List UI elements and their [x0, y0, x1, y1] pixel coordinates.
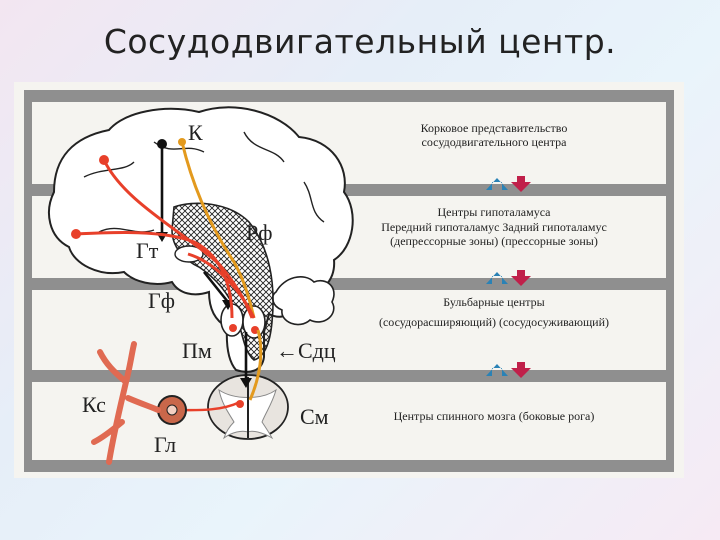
- label-ks: Кс: [82, 392, 106, 417]
- vasomotor-center-diagram: К Рф Гт Гф Пм ←Сдц См Кс Гл Корковое пре…: [14, 82, 684, 478]
- spinal-red-dot: [236, 400, 244, 408]
- band-bottom: [24, 460, 674, 472]
- cortex-orange-dot: [178, 138, 186, 146]
- label-sm: См: [300, 404, 329, 429]
- band-left-edge: [24, 90, 32, 472]
- band-right-edge: [666, 90, 674, 472]
- cortex-red-dot-left: [99, 155, 109, 165]
- level-3-line-1: Бульбарные центры: [443, 295, 544, 309]
- label-k: К: [188, 120, 203, 145]
- level-3-line-2: (сосудорасширяющий) (сосудосуживающий): [379, 315, 609, 329]
- label-gt: Гт: [136, 238, 159, 263]
- slide-title: Сосудодвигательный центр.: [0, 22, 720, 61]
- label-pm: Пм: [182, 338, 212, 363]
- diagram-canvas: К Рф Гт Гф Пм ←Сдц См Кс Гл Корковое пре…: [14, 82, 684, 478]
- level-2-line-2: Передний гипоталамус Задний гипоталамус: [381, 220, 607, 234]
- ganglion-core: [167, 405, 177, 415]
- band-2: [24, 278, 674, 290]
- level-1-line-1: Корковое представительство: [421, 121, 568, 135]
- level-4-line-1: Центры спинного мозга (боковые рога): [394, 409, 595, 423]
- level-2-line-3: (депрессорные зоны) (прессорные зоны): [390, 234, 598, 248]
- label-gl: Гл: [154, 432, 176, 457]
- level-2-line-1: Центры гипоталамуса: [437, 205, 551, 219]
- forebrain-red-dot: [71, 229, 81, 239]
- medulla-dot-left: [229, 324, 237, 332]
- label-gf: Гф: [148, 288, 175, 313]
- level-1-line-2: сосудодвигательного центра: [422, 135, 568, 149]
- label-sdc: ←Сдц: [276, 338, 336, 363]
- cortex-black-dot: [157, 139, 167, 149]
- band-top: [24, 90, 674, 102]
- label-rf: Рф: [246, 220, 273, 245]
